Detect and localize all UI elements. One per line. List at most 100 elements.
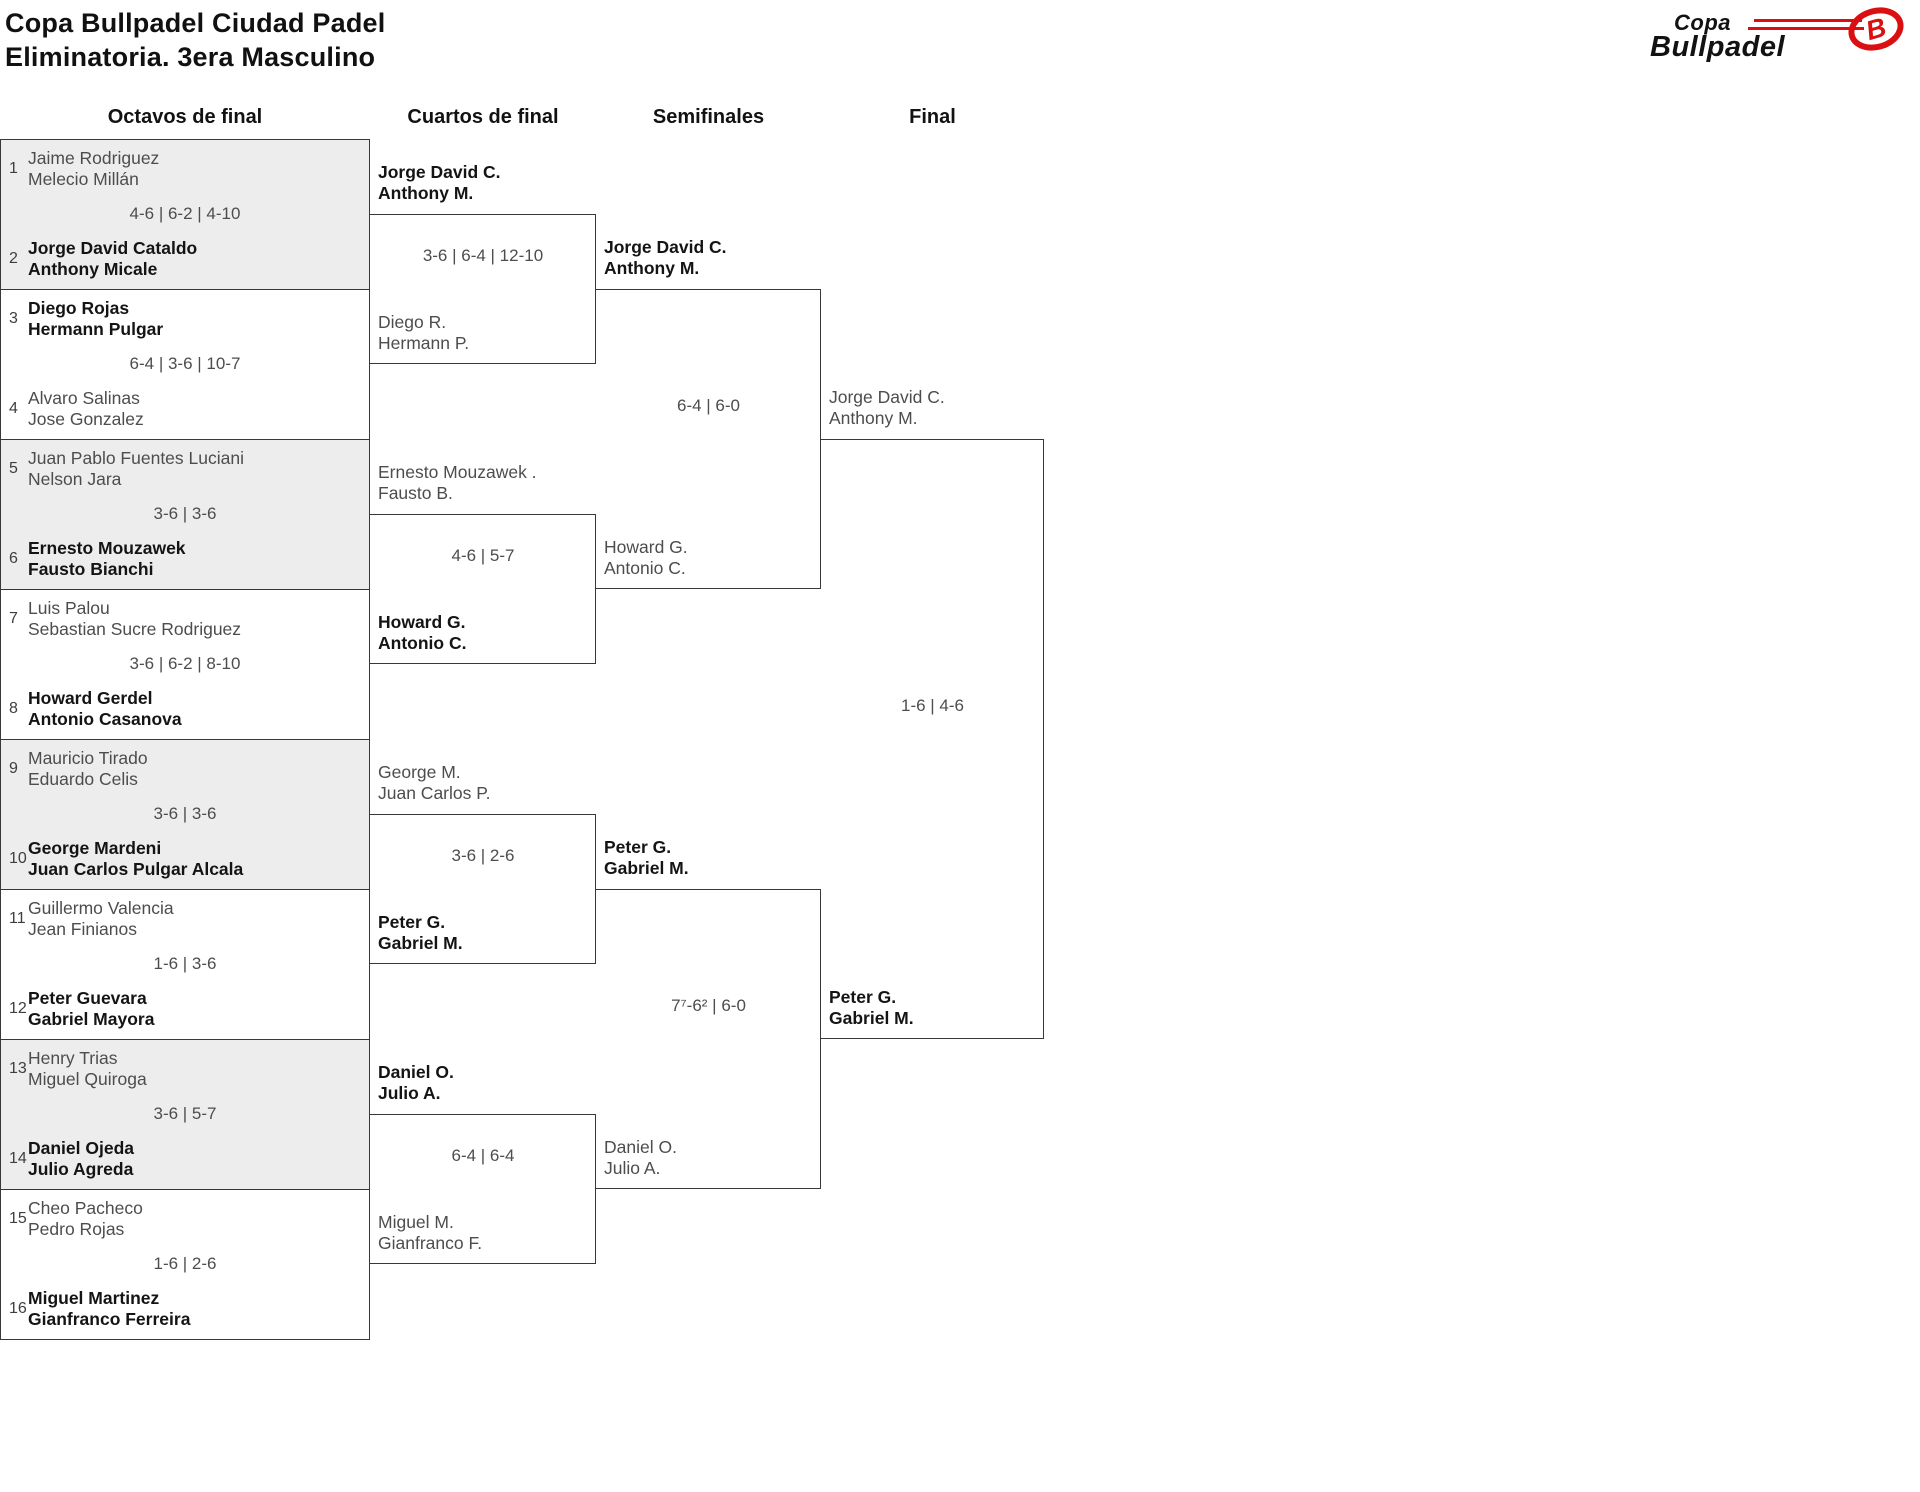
octavos-match-6: 11 Guillermo Valencia Jean Finianos 1-6 … xyxy=(0,889,370,1040)
tournament-title-line1: Copa Bullpadel Ciudad Padel xyxy=(5,8,386,38)
player-name: Eduardo Celis xyxy=(28,769,138,789)
cuartos1-top-team: Jorge David C. Anthony M. xyxy=(378,162,501,204)
player-name: Luis Palou xyxy=(28,598,110,618)
player-name: Miguel M. xyxy=(378,1212,454,1232)
match-score: 3-6 | 3-6 xyxy=(153,804,217,823)
seed-number: 3 xyxy=(9,310,18,327)
semifinal1-top-team: Jorge David C. Anthony M. xyxy=(604,237,727,279)
player-name: Antonio Casanova xyxy=(28,709,182,729)
player-name: Antonio C. xyxy=(604,558,686,578)
team-pair: Ernesto Mouzawek Fausto Bianchi xyxy=(28,538,365,580)
final-top-team: Jorge David C. Anthony M. xyxy=(829,387,945,429)
player-name: Melecio Millán xyxy=(28,169,139,189)
semifinal1-score: 6-4 | 6-0 xyxy=(676,396,740,415)
cuartos3-top-team: George M. Juan Carlos P. xyxy=(378,762,491,804)
match-score: 3-6 | 5-7 xyxy=(153,1104,217,1123)
player-name: Jaime Rodriguez xyxy=(28,148,160,168)
seed-number: 11 xyxy=(9,910,26,927)
seed-number: 6 xyxy=(9,550,18,567)
semifinal-1-box xyxy=(596,289,821,589)
player-name: Diego Rojas xyxy=(28,298,130,318)
semifinal2-top-team: Peter G. Gabriel M. xyxy=(604,837,689,879)
seed-number: 1 xyxy=(9,160,18,177)
player-name: Peter Guevara xyxy=(28,988,147,1008)
player-name: Gianfranco F. xyxy=(378,1233,483,1253)
seed-number: 5 xyxy=(9,460,18,477)
cuartos2-top-team: Ernesto Mouzawek . Fausto B. xyxy=(378,462,537,504)
logo-emblem-letter: B xyxy=(1862,11,1890,46)
player-name: Julio A. xyxy=(604,1158,661,1178)
player-name: Ernesto Mouzawek xyxy=(28,538,186,558)
seed-number: 13 xyxy=(9,1060,27,1077)
final-score: 1-6 | 4-6 xyxy=(900,696,964,715)
octavos-match-2: 3 Diego Rojas Hermann Pulgar 6-4 | 3-6 |… xyxy=(0,289,370,440)
semifinal2-bottom-team: Daniel O. Julio A. xyxy=(604,1137,677,1179)
player-name: Gabriel Mayora xyxy=(28,1009,155,1029)
cuartos-match-1-box xyxy=(370,214,596,364)
player-name: Juan Carlos P. xyxy=(378,783,491,803)
player-name: Anthony Micale xyxy=(28,259,158,279)
player-name: Julio Agreda xyxy=(28,1159,134,1179)
player-name: George M. xyxy=(378,762,461,782)
team-pair: Alvaro Salinas Jose Gonzalez xyxy=(28,388,365,430)
logo-stripe-icon xyxy=(1748,27,1864,30)
player-name: Jose Gonzalez xyxy=(28,409,144,429)
match-score: 3-6 | 6-2 | 8-10 xyxy=(129,654,241,673)
semifinal1-bottom-team: Howard G. Antonio C. xyxy=(604,537,688,579)
seed-number: 10 xyxy=(9,850,27,867)
player-name: Anthony M. xyxy=(378,183,474,203)
player-name: Fausto B. xyxy=(378,483,453,503)
team-pair: Juan Pablo Fuentes Luciani Nelson Jara xyxy=(28,448,365,490)
match-score: 4-6 | 6-2 | 4-10 xyxy=(129,204,241,223)
team-pair: Mauricio Tirado Eduardo Celis xyxy=(28,748,365,790)
player-name: Peter G. xyxy=(378,912,446,932)
player-name: Juan Pablo Fuentes Luciani xyxy=(28,448,244,468)
player-name: Daniel O. xyxy=(604,1137,677,1157)
octavos-match-7: 13 Henry Trias Miguel Quiroga 3-6 | 5-7 … xyxy=(0,1039,370,1190)
player-name: Jorge David C. xyxy=(378,162,501,182)
team-pair: Cheo Pacheco Pedro Rojas xyxy=(28,1198,365,1240)
player-name: Julio A. xyxy=(378,1083,441,1103)
player-name: Jean Finianos xyxy=(28,919,137,939)
team-pair: Miguel Martinez Gianfranco Ferreira xyxy=(28,1288,365,1330)
player-name: Peter G. xyxy=(829,987,897,1007)
cuartos2-score: 4-6 | 5-7 xyxy=(451,546,515,565)
octavos-match-8: 15 Cheo Pacheco Pedro Rojas 1-6 | 2-6 16… xyxy=(0,1189,370,1340)
cuartos1-score: 3-6 | 6-4 | 12-10 xyxy=(422,246,544,265)
player-name: Ernesto Mouzawek . xyxy=(378,462,537,482)
player-name: Fausto Bianchi xyxy=(28,559,154,579)
team-pair: Daniel Ojeda Julio Agreda xyxy=(28,1138,365,1180)
player-name: Howard Gerdel xyxy=(28,688,153,708)
team-pair: Luis Palou Sebastian Sucre Rodriguez xyxy=(28,598,365,640)
seed-number: 9 xyxy=(9,760,18,777)
player-name: Alvaro Salinas xyxy=(28,388,140,408)
player-name: Daniel O. xyxy=(378,1062,454,1082)
player-name: Peter G. xyxy=(604,837,672,857)
team-pair: Jorge David Cataldo Anthony Micale xyxy=(28,238,365,280)
player-name: Daniel Ojeda xyxy=(28,1138,135,1158)
team-pair: Diego Rojas Hermann Pulgar xyxy=(28,298,365,340)
player-name: Miguel Martinez xyxy=(28,1288,160,1308)
team-pair: Howard Gerdel Antonio Casanova xyxy=(28,688,365,730)
cuartos4-bottom-team: Miguel M. Gianfranco F. xyxy=(378,1212,482,1254)
cuartos-match-3-box xyxy=(370,814,596,964)
player-name: Henry Trias xyxy=(28,1048,118,1068)
seed-number: 2 xyxy=(9,250,18,267)
round-header-octavos: Octavos de final xyxy=(107,106,263,128)
team-pair: Henry Trias Miguel Quiroga xyxy=(28,1048,365,1090)
final-bottom-team: Peter G. Gabriel M. xyxy=(829,987,914,1029)
player-name: Jorge David C. xyxy=(604,237,727,257)
round-header-cuartos: Cuartos de final xyxy=(407,106,559,128)
match-score: 6-4 | 3-6 | 10-7 xyxy=(129,354,241,373)
player-name: Pedro Rojas xyxy=(28,1219,125,1239)
tournament-title-line2: Eliminatoria. 3era Masculino xyxy=(5,42,376,72)
player-name: Mauricio Tirado xyxy=(28,748,148,768)
player-name: Jorge David Cataldo xyxy=(28,238,198,258)
player-name: Cheo Pacheco xyxy=(28,1198,143,1218)
seed-number: 12 xyxy=(9,1000,27,1017)
tournament-title: Copa Bullpadel Ciudad Padel Eliminatoria… xyxy=(5,6,385,74)
player-name: Antonio C. xyxy=(378,633,467,653)
logo-ball-emblem-icon: B xyxy=(1843,1,1909,57)
match-score: 3-6 | 3-6 xyxy=(153,504,217,523)
